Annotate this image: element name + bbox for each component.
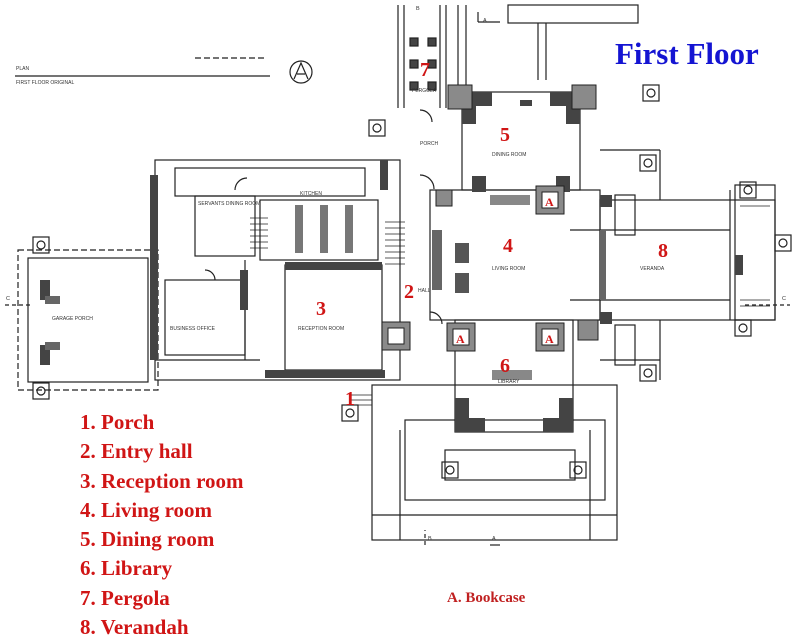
urn-icon	[32, 236, 50, 254]
bookcase-pier-north	[535, 185, 565, 215]
section-mark-top: A	[483, 18, 487, 24]
urn-icon	[639, 364, 657, 382]
urn-icon	[368, 119, 386, 137]
legend-item: 1. Porch	[80, 410, 155, 434]
legend-item: 3. Reception room	[80, 468, 244, 493]
north-arrow-icon	[289, 60, 313, 84]
room-number-dining: 5	[500, 124, 510, 146]
room-number-entry-hall: 2	[404, 281, 414, 303]
urn-icon	[341, 404, 359, 422]
legend-item: 8. Verandah	[80, 615, 189, 640]
drawing-label-library: LIBRARY	[498, 379, 520, 385]
drawing-label-living: LIVING ROOM	[492, 266, 525, 272]
bookcase-marker-west: A	[456, 332, 465, 346]
bookcase-note: A. Bookcase	[447, 590, 526, 606]
legend-item: 6. Library	[80, 556, 173, 581]
urn-icon	[32, 382, 50, 400]
urn-icon	[739, 181, 757, 199]
urn-icon	[569, 461, 587, 479]
legend-item: 4. Living room	[80, 497, 213, 522]
urn-icon	[441, 461, 459, 479]
library-outline	[454, 319, 574, 433]
urn-icon	[639, 154, 657, 172]
drawing-label-office: BUSINESS OFFICE	[170, 326, 216, 332]
room-legend: 1. Porch 2. Entry hall 3. Reception room…	[80, 408, 244, 642]
urn-icon	[734, 319, 752, 337]
drawing-label-pergola: PERGOLA	[412, 88, 437, 94]
room-number-porch: 1	[345, 388, 355, 410]
room-number-reception: 3	[316, 298, 326, 320]
plan-label: PLAN	[16, 66, 29, 72]
drawing-label-reception: RECEPTION ROOM	[298, 326, 344, 332]
legend-item: 7. Pergola	[80, 585, 170, 610]
drawing-label-porch: PORCH	[420, 141, 438, 147]
legend-item: 5. Dining room	[80, 527, 215, 552]
dining-room-outline	[461, 91, 581, 191]
section-mark-b-bottom: B	[428, 536, 432, 542]
drawing-label-servants-dining: SERVANTS DINING ROOM	[198, 201, 260, 207]
section-mark-c-right: C	[782, 296, 786, 302]
bookcase-marker-east: A	[545, 332, 554, 346]
verandah-outline	[599, 199, 776, 321]
section-mark-bottom: A	[492, 536, 496, 542]
section-mark-c-left: C	[6, 296, 10, 302]
room-number-living: 4	[503, 235, 513, 257]
room-number-pergola: 7	[420, 59, 430, 81]
floor-title: First Floor	[615, 36, 759, 71]
drawing-label-verandah: VERANDA	[640, 266, 665, 272]
drawing-label-garage: GARAGE PORCH	[52, 316, 93, 322]
plan-sublabel: FIRST FLOOR ORIGINAL	[16, 80, 74, 86]
bookcase-pier-west	[446, 322, 476, 352]
drawing-label-kitchen: KITCHEN	[300, 191, 322, 197]
bookcase-marker-north: A	[545, 195, 554, 209]
drawing-label-hall: HALL	[418, 288, 431, 294]
section-mark-b-top: B	[416, 6, 420, 12]
urn-icon	[642, 84, 660, 102]
legend-item: 2. Entry hall	[80, 439, 193, 464]
room-number-library: 6	[500, 355, 510, 377]
room-number-verandah: 8	[658, 240, 668, 262]
urn-icon	[774, 234, 792, 252]
drawing-label-dining: DINING ROOM	[492, 152, 526, 158]
